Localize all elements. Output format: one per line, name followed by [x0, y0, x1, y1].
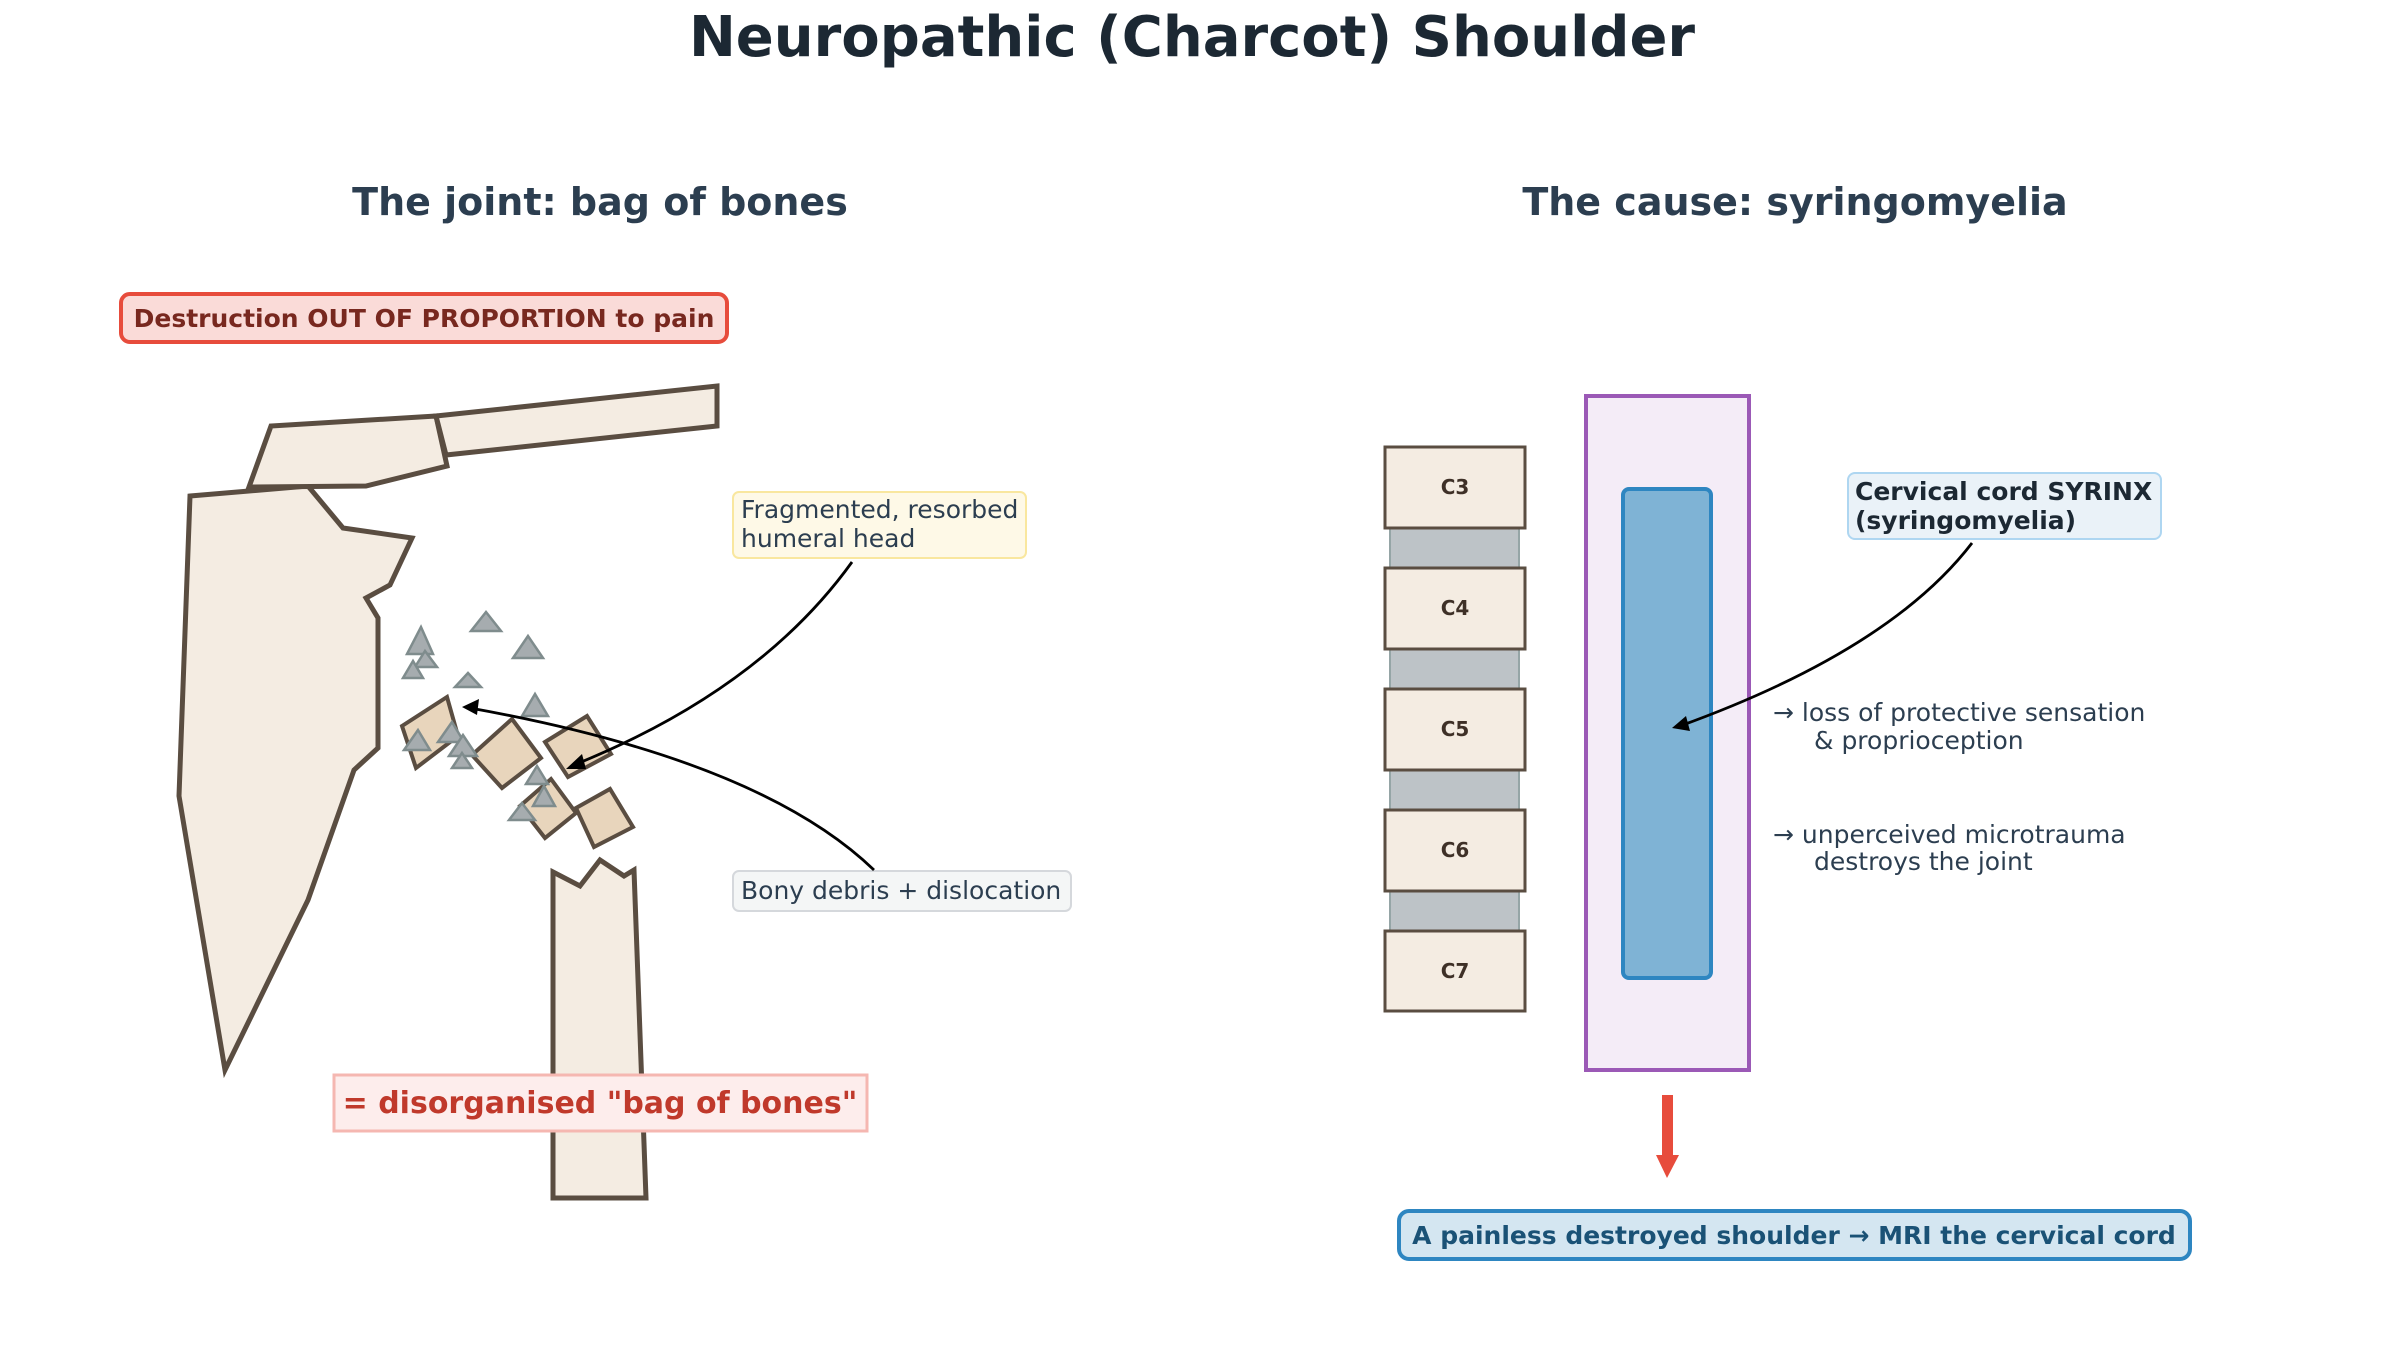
effect-microtrauma: → unperceived microtrauma destroys the j…	[1773, 820, 2126, 876]
svg-text:destroys the joint: destroys the joint	[1814, 847, 2033, 876]
label-syrinx: Cervical cord SYRINX (syringomyelia)	[1847, 472, 2162, 540]
intervertebral-discs	[1389, 527, 1520, 932]
effect-sensation: → loss of protective sensation & proprio…	[1773, 698, 2145, 755]
label-debris: Bony debris + dislocation	[732, 870, 1072, 912]
vertebra-c4: C4	[1383, 566, 1527, 651]
svg-text:C6: C6	[1441, 838, 1470, 862]
right-panel-heading: The cause: syringomyelia	[1522, 180, 2067, 224]
svg-text:C7: C7	[1441, 959, 1470, 983]
arrow-to-head	[573, 561, 854, 767]
summary-text: = disorganised "bag of bones"	[343, 1086, 858, 1121]
bony-debris	[400, 609, 558, 822]
down-arrow	[1656, 1095, 1679, 1178]
svg-text:Bony debris + dislocation: Bony debris + dislocation	[741, 876, 1061, 905]
label-humeral-head: Fragmented, resorbed humeral head	[732, 491, 1027, 559]
acromion	[245, 413, 450, 490]
conclusion-box: A painless destroyed shoulder → MRI the …	[1397, 1209, 2192, 1261]
summary-box: = disorganised "bag of bones"	[332, 1073, 869, 1133]
syrinx	[1621, 487, 1713, 980]
svg-text:humeral head: humeral head	[741, 524, 915, 553]
svg-text:& proprioception: & proprioception	[1814, 726, 2024, 755]
svg-text:(syringomyelia): (syringomyelia)	[1855, 506, 2076, 535]
arrow-to-syrinx	[1679, 542, 1974, 728]
scapula	[176, 413, 450, 1079]
humeral-shaft	[550, 856, 649, 1201]
svg-text:Fragmented, resorbed: Fragmented, resorbed	[741, 495, 1018, 524]
main-title: Neuropathic (Charcot) Shoulder	[689, 5, 1695, 70]
svg-text:→ loss of protective sensation: → loss of protective sensation	[1773, 698, 2145, 727]
humeral-head-fragments	[399, 693, 636, 850]
svg-text:C5: C5	[1441, 717, 1470, 741]
warning-text: Destruction OUT OF PROPORTION to pain	[134, 304, 715, 333]
clavicle	[432, 383, 720, 458]
vertebra-c3: C3	[1383, 445, 1527, 530]
svg-text:C3: C3	[1441, 475, 1470, 499]
conclusion-text: A painless destroyed shoulder → MRI the …	[1412, 1221, 2176, 1250]
svg-text:C4: C4	[1441, 596, 1470, 620]
left-panel-heading: The joint: bag of bones	[352, 180, 848, 224]
vertebra-c5: C5	[1383, 687, 1527, 772]
vertebra-c6: C6	[1383, 808, 1527, 893]
svg-text:Cervical cord SYRINX: Cervical cord SYRINX	[1855, 477, 2152, 506]
warning-box: Destruction OUT OF PROPORTION to pain	[119, 292, 729, 344]
arrow-to-debris	[469, 706, 875, 872]
svg-text:→ unperceived microtrauma: → unperceived microtrauma	[1773, 820, 2126, 849]
vertebra-c7: C7	[1383, 929, 1527, 1013]
